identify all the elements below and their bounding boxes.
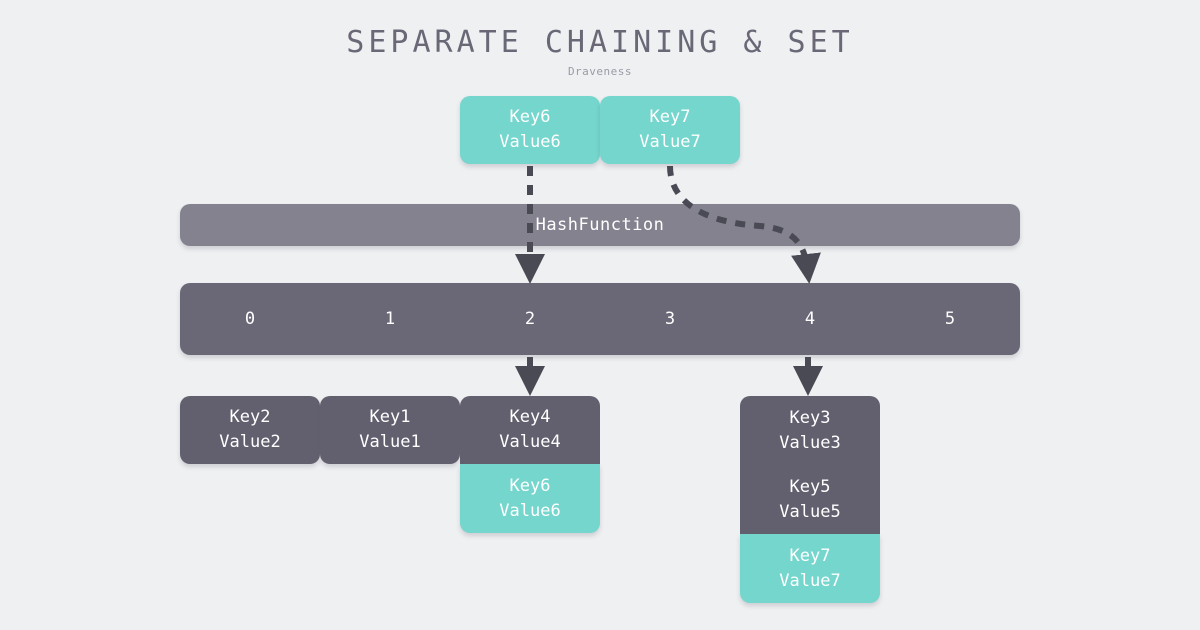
incoming-node-key6-key: Key6 bbox=[509, 107, 551, 127]
chain-4-entry-key5[interactable]: Key5 Value5 bbox=[740, 465, 880, 534]
bucket-slot-3-label: 3 bbox=[664, 309, 676, 329]
chain-4-entry-key7-key: Key7 bbox=[789, 545, 831, 566]
incoming-node-key7-key: Key7 bbox=[649, 107, 691, 127]
chain-1-entry-key1[interactable]: Key1 Value1 bbox=[320, 396, 460, 464]
bucket-slot-3[interactable]: 3 bbox=[600, 283, 740, 355]
bucket-array-bar: 0 1 2 3 4 5 bbox=[180, 283, 1020, 355]
chain-4-entry-key3-value: Value3 bbox=[779, 432, 841, 453]
hash-function-label: HashFunction bbox=[535, 215, 665, 235]
incoming-node-key7[interactable]: Key7 Value7 bbox=[600, 96, 740, 164]
chain-4-entry-key7[interactable]: Key7 Value7 bbox=[740, 534, 880, 603]
hash-function-bar[interactable]: HashFunction bbox=[180, 204, 1020, 246]
bucket-slot-0[interactable]: 0 bbox=[180, 283, 320, 355]
chain-2-entry-key4-value: Value4 bbox=[499, 432, 561, 452]
bucket-slot-4-label: 4 bbox=[804, 309, 816, 329]
incoming-node-key6[interactable]: Key6 Value6 bbox=[460, 96, 600, 164]
bucket-slot-2[interactable]: 2 bbox=[460, 283, 600, 355]
chain-4-entry-key7-value: Value7 bbox=[779, 570, 841, 591]
chain-0-entry-key2-value: Value2 bbox=[219, 432, 281, 452]
chain-2-entry-key6[interactable]: Key6 Value6 bbox=[460, 464, 600, 533]
chain-2-entry-key6-value: Value6 bbox=[499, 500, 561, 521]
chain-4-entry-key3[interactable]: Key3 Value3 bbox=[740, 396, 880, 465]
chain-4-entry-key3-key: Key3 bbox=[789, 407, 831, 428]
bucket-slot-1[interactable]: 1 bbox=[320, 283, 460, 355]
bucket-slot-2-label: 2 bbox=[524, 309, 536, 329]
bucket-slot-4[interactable]: 4 bbox=[740, 283, 880, 355]
bucket-slot-5[interactable]: 5 bbox=[880, 283, 1020, 355]
incoming-node-key7-value: Value7 bbox=[639, 132, 701, 152]
bucket-slot-1-label: 1 bbox=[384, 309, 396, 329]
chain-1-entry-key1-value: Value1 bbox=[359, 432, 421, 452]
page-title: SEPARATE CHAINING & SET bbox=[346, 25, 854, 60]
chain-0-entry-key2[interactable]: Key2 Value2 bbox=[180, 396, 320, 464]
chain-0-entry-key2-key: Key2 bbox=[229, 407, 271, 427]
chain-4-entry-key5-value: Value5 bbox=[779, 501, 841, 522]
chain-2-entry-key6-key: Key6 bbox=[509, 475, 551, 496]
bucket-slot-5-label: 5 bbox=[944, 309, 956, 329]
bucket-slot-0-label: 0 bbox=[244, 309, 256, 329]
page-subtitle: Draveness bbox=[567, 65, 633, 78]
chain-2-entry-key4-key: Key4 bbox=[509, 407, 551, 427]
diagram-header: SEPARATE CHAINING & SET Draveness bbox=[0, 24, 1200, 79]
chain-2-entry-key4[interactable]: Key4 Value4 bbox=[460, 396, 600, 464]
chain-1-entry-key1-key: Key1 bbox=[369, 407, 411, 427]
incoming-node-key6-value: Value6 bbox=[499, 132, 561, 152]
chain-4-entry-key5-key: Key5 bbox=[789, 476, 831, 497]
